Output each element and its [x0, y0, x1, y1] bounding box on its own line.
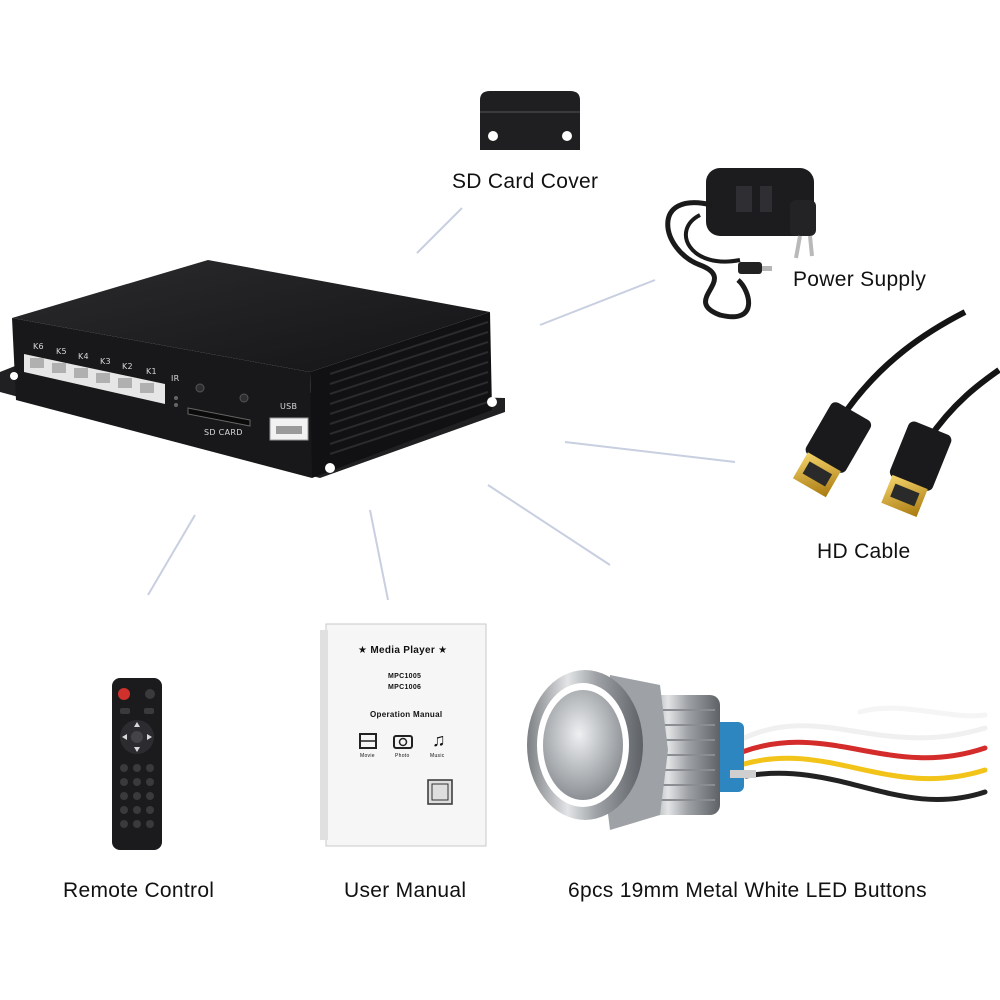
- music-icon: ♫: [432, 730, 446, 750]
- caption-remote-control: Remote Control: [63, 879, 215, 902]
- leader-line-power: [539, 279, 656, 326]
- power-supply-image: [665, 168, 816, 320]
- device-label-k1: K1: [146, 367, 157, 376]
- leader-line-led-buttons: [487, 484, 611, 566]
- leader-line-remote: [147, 514, 196, 596]
- device-label-k3: K3: [100, 357, 111, 366]
- caption-led-buttons: 6pcs 19mm Metal White LED Buttons: [568, 879, 927, 902]
- media-player-device: [0, 260, 505, 478]
- power-icon: [118, 688, 130, 700]
- manual-model-2: MPC1006: [388, 684, 422, 691]
- device-label-sd-card: SD CARD: [204, 428, 243, 437]
- device-label-ir: IR: [171, 374, 180, 383]
- leader-lines: [147, 207, 736, 601]
- photo-icon: [393, 735, 413, 749]
- caption-user-manual: User Manual: [344, 879, 467, 902]
- leader-line-sd-cover: [416, 207, 463, 254]
- led-button-image: [527, 670, 988, 830]
- device-label-k6: K6: [33, 342, 44, 351]
- leader-line-hd-cable: [564, 441, 736, 463]
- hd-cable-image: [792, 309, 1000, 517]
- manual-icon-photo-label: Photo: [395, 753, 410, 759]
- device-label-k2: K2: [122, 362, 133, 371]
- caption-hd-cable: HD Cable: [817, 540, 911, 563]
- manual-icon-movie-label: Movie: [360, 753, 375, 759]
- manual-icon-music-label: Music: [430, 753, 445, 759]
- manual-heading: ★ Media Player ★: [358, 645, 448, 656]
- sd-card-cover-image: [480, 91, 580, 150]
- device-label-k4: K4: [78, 352, 89, 361]
- leader-line-manual: [369, 509, 389, 601]
- manual-subtitle: Operation Manual: [370, 710, 443, 719]
- remote-control-image: [112, 678, 162, 850]
- caption-power-supply: Power Supply: [793, 268, 927, 291]
- manual-model-1: MPC1005: [388, 673, 422, 680]
- caption-sd-card-cover: SD Card Cover: [452, 170, 599, 193]
- user-manual-image: [320, 623, 487, 847]
- device-label-usb: USB: [280, 402, 298, 411]
- device-label-k5: K5: [56, 347, 67, 356]
